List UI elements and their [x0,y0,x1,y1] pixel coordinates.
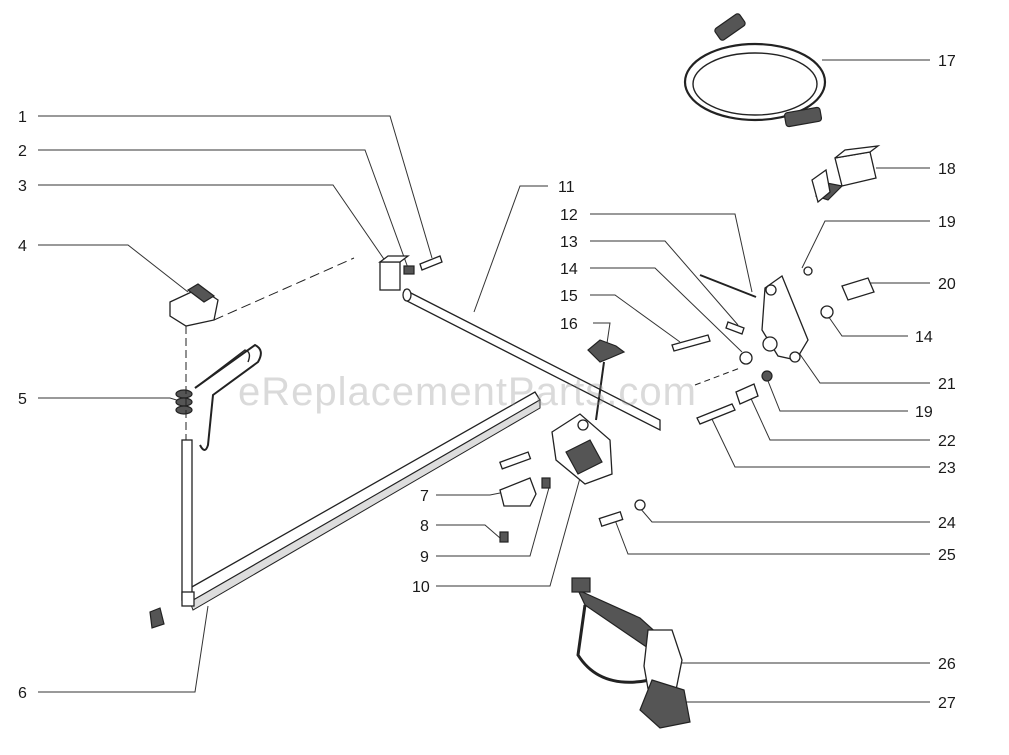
callout-14-upper: 14 [560,261,578,278]
part-horizontal-rod [402,288,661,432]
callout-20: 20 [938,276,956,293]
callout-24: 24 [938,515,956,532]
part-spray-gun [571,577,691,729]
callout-labels: 1 2 3 4 5 6 7 8 9 10 11 12 13 14 15 16 1… [18,53,956,712]
part-clamp-knob [811,145,881,204]
callout-8: 8 [420,518,429,535]
callout-3: 3 [18,178,27,195]
part-latch [169,257,355,440]
callout-2: 2 [18,143,27,160]
callout-12: 12 [560,207,578,224]
callout-23: 23 [938,460,956,477]
callout-4: 4 [18,238,27,255]
callout-9: 9 [420,549,429,566]
callout-22: 22 [938,433,956,450]
part-rod-clamp [378,255,443,291]
callout-26: 26 [938,656,956,673]
callout-25: 25 [938,547,956,564]
callout-16: 16 [560,316,578,333]
leader-lines [38,59,930,703]
watermark-text: eReplacementParts.com [238,370,697,414]
callout-14-lower: 14 [915,329,933,346]
callout-21: 21 [938,376,956,393]
callout-17: 17 [938,53,956,70]
callout-27: 27 [938,695,956,712]
callout-19-lower: 19 [915,404,933,421]
callout-13: 13 [560,234,578,251]
callout-10: 10 [412,579,430,596]
part-hose [683,13,827,128]
callout-15: 15 [560,288,578,305]
part-slide-bar [149,391,541,629]
callout-19-upper: 19 [938,214,956,231]
part-spring [175,343,262,451]
callout-5: 5 [18,391,27,408]
callout-1: 1 [18,109,27,126]
callout-6: 6 [18,685,27,702]
part-gun-holder [499,339,646,543]
part-bracket-plate [671,266,875,425]
callout-11: 11 [558,179,575,196]
callout-7: 7 [420,488,429,505]
callout-18: 18 [938,161,956,178]
